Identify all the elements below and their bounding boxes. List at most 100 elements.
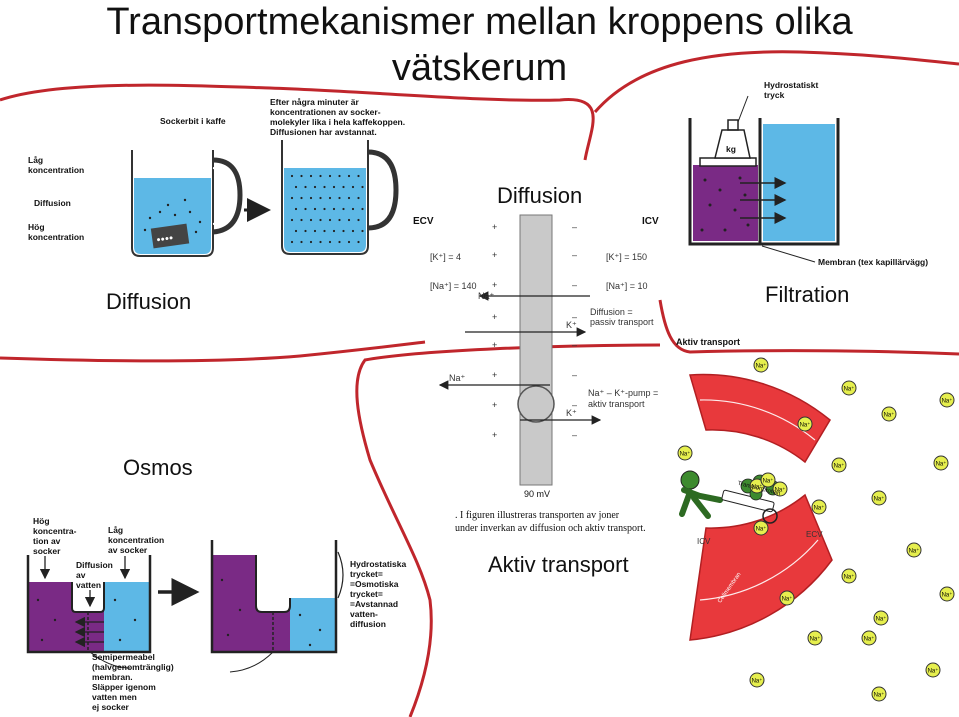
label-k-inside: [K⁺] = 150 (606, 252, 648, 262)
na-ball-label: Na⁺ (775, 487, 786, 494)
minus-sign: – (572, 370, 578, 380)
na-ball-label: Na⁺ (942, 398, 953, 405)
plus-sign: + (492, 280, 498, 290)
minus-sign: – (572, 280, 578, 290)
na-ball (677, 445, 693, 461)
plus-sign: + (492, 370, 498, 380)
na-ball (760, 472, 776, 488)
na-ball-label: Na⁺ (909, 548, 920, 555)
na-ball (939, 586, 955, 602)
na-ball-label: Na⁺ (680, 451, 691, 458)
section-label-osmos: Osmos (123, 455, 193, 480)
coffee-cup-1: ●●●● (131, 150, 243, 257)
minus-sign: – (572, 250, 578, 260)
minus-sign: – (572, 340, 578, 350)
active-transport-membrane (679, 373, 833, 641)
plus-sign: + (492, 400, 498, 410)
section-label-diffusion-center: Diffusion (497, 183, 583, 208)
ion-membrane (438, 214, 602, 486)
plus-sign: + (492, 222, 498, 232)
na-ball (779, 590, 795, 606)
na-ball-label: Na⁺ (763, 478, 774, 485)
na-ball (871, 686, 887, 702)
divider-curve-bottom-center (355, 343, 661, 717)
na-ball-label: Na⁺ (936, 461, 947, 468)
label-k-outside: [K⁺] = 4 (430, 252, 462, 262)
na-ball (871, 490, 887, 506)
na-ball-label: Na⁺ (844, 574, 855, 581)
na-ball-label: Na⁺ (782, 596, 793, 603)
divider-curve-mid-right (658, 299, 959, 356)
na-ball (841, 380, 857, 396)
na-ball-label: Na⁺ (942, 592, 953, 599)
divider-curve-top-right (593, 50, 959, 113)
na-ball (772, 481, 788, 497)
label-active-ecv: ECV (806, 530, 823, 539)
label-k-arrow-1: K⁺ (566, 320, 577, 330)
coffee-cup-2 (281, 140, 399, 255)
label-membrane: Membran (tex kapillärvägg) (818, 257, 929, 267)
na-ball (841, 568, 857, 584)
na-ball-label: Na⁺ (814, 505, 825, 512)
label-k-arrow-2: K⁺ (566, 408, 577, 418)
section-label-aktiv-transport: Aktiv transport (488, 552, 629, 577)
minus-sign: – (572, 222, 578, 232)
label-sugar-cube: Sockerbit i kaffe (160, 116, 226, 126)
na-ball (797, 416, 813, 432)
na-ball-label: Na⁺ (874, 496, 885, 503)
label-ion-icv: ICV (642, 216, 659, 227)
na-ball (906, 542, 922, 558)
na-ball (873, 610, 889, 626)
plus-sign: + (492, 250, 498, 260)
label-na-inside: [Na⁺] = 10 (606, 281, 648, 291)
svg-text:●●●●: ●●●● (156, 235, 174, 244)
label-weight-kg: kg (726, 144, 736, 154)
section-label-diffusion-left: Diffusion (106, 289, 192, 314)
label-na-arrow-1: Na⁺ (478, 291, 495, 301)
na-ball (881, 406, 897, 422)
na-ball-label: Na⁺ (834, 463, 845, 470)
minus-sign: – (572, 312, 578, 322)
na-ball-label: Na⁺ (884, 412, 895, 419)
divider-curve-top-left (0, 83, 595, 161)
na-ball-label: Na⁺ (752, 484, 763, 491)
na-ball (753, 357, 769, 373)
na-ball (753, 520, 769, 536)
na-ball-label: Na⁺ (876, 616, 887, 623)
na-ball (749, 672, 765, 688)
na-ball (939, 392, 955, 408)
na-ball-label: Na⁺ (810, 636, 821, 643)
na-ball (933, 455, 949, 471)
osmosis-container-1 (26, 555, 152, 669)
na-ball-label: Na⁺ (800, 422, 811, 429)
na-ball (861, 630, 877, 646)
na-ball (925, 662, 941, 678)
ion-figure-caption: . I figuren illustreras transporten av j… (455, 510, 646, 534)
osmosis-container-2 (210, 540, 344, 673)
label-diffusion-passive: Diffusion =passiv transport (590, 307, 654, 327)
na-ball-label: Na⁺ (756, 363, 767, 370)
label-active-icv: ICV (697, 537, 711, 546)
minus-sign: – (572, 400, 578, 410)
divider-curve-middle (0, 340, 426, 363)
label-voltage: 90 mV (524, 489, 551, 499)
na-ball (831, 457, 847, 473)
na-ball-label: Na⁺ (874, 692, 885, 699)
section-label-filtration: Filtration (765, 282, 850, 307)
label-diffusion-cup: Diffusion (34, 198, 71, 208)
na-ball-label: Na⁺ (752, 678, 763, 685)
na-ball (807, 630, 823, 646)
na-ball (811, 499, 827, 515)
osmosis-dots (36, 578, 322, 647)
plus-sign: + (492, 430, 498, 440)
